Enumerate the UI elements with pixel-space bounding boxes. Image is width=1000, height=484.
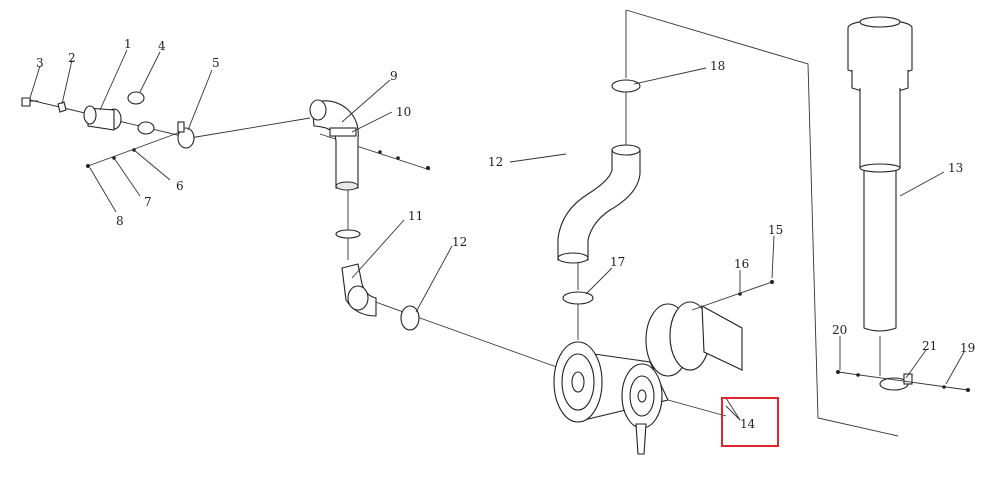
part-label-1[interactable]: 1 (124, 37, 132, 51)
part-label-2[interactable]: 2 (68, 51, 76, 65)
left-pipe-assembly (21, 91, 311, 168)
intake-stack-assembly (836, 16, 970, 392)
part-number-labels: 1 2 3 4 5 6 7 8 9 10 11 12 12 13 14 15 1… (36, 37, 975, 431)
clamp-part (177, 127, 195, 149)
part-label-6[interactable]: 6 (176, 179, 184, 193)
part-label-4[interactable]: 4 (158, 39, 166, 53)
part-label-10[interactable]: 10 (396, 105, 411, 119)
part-label-9[interactable]: 9 (390, 69, 398, 83)
clamp-part (400, 305, 420, 331)
part-label-3[interactable]: 3 (36, 56, 44, 70)
part-label-18[interactable]: 18 (710, 59, 725, 73)
bolt-part (21, 97, 38, 107)
leader-lines (29, 49, 965, 421)
drain-valve-part (635, 423, 647, 455)
bracket-part (329, 127, 357, 137)
part-label-21[interactable]: 21 (922, 339, 937, 353)
air-filter-assembly (553, 9, 899, 455)
part-label-12-lower[interactable]: 12 (452, 235, 467, 249)
part-label-11[interactable]: 11 (408, 209, 423, 223)
clamp-part (335, 229, 361, 239)
part-label-15[interactable]: 15 (768, 223, 783, 237)
part-label-5[interactable]: 5 (212, 56, 220, 70)
stack-tube (859, 88, 901, 172)
part-label-13[interactable]: 13 (948, 161, 963, 175)
clamp-part (562, 291, 594, 305)
part-label-16[interactable]: 16 (734, 257, 749, 271)
clamp-part (127, 91, 145, 105)
part-label-20[interactable]: 20 (832, 323, 847, 337)
part-label-7[interactable]: 7 (144, 195, 152, 209)
part-label-12-upper[interactable]: 12 (488, 155, 503, 169)
part-label-17[interactable]: 17 (610, 255, 625, 269)
part-label-8[interactable]: 8 (116, 214, 124, 228)
elbow-pipe-part (311, 100, 359, 189)
s-pipe-part (557, 149, 641, 261)
part-label-19[interactable]: 19 (960, 341, 975, 355)
middle-pipe-assembly (309, 99, 566, 371)
part-label-14[interactable]: 14 (740, 417, 756, 431)
mounting-bracket-part (701, 305, 743, 371)
clamp-part (611, 79, 641, 93)
highlight-box (721, 397, 779, 447)
